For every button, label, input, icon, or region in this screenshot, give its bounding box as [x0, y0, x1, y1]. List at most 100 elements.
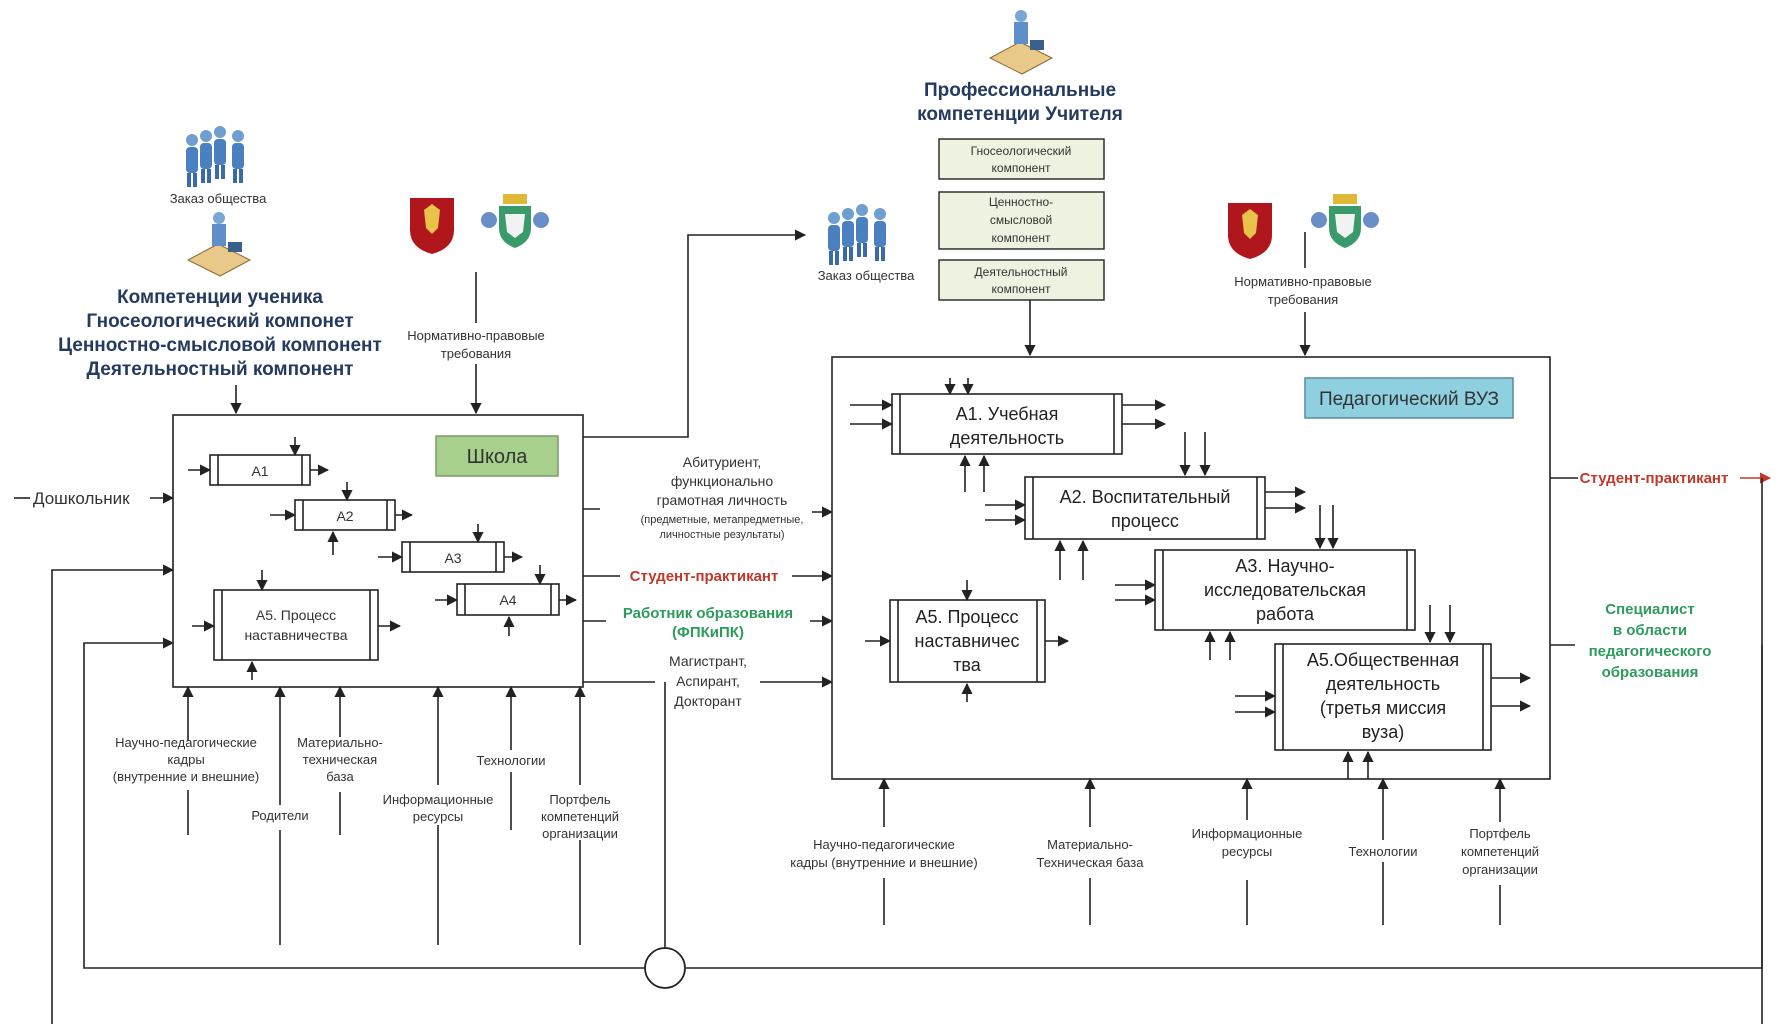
teacher-competencies-title-2: компетенции Учителя: [917, 104, 1123, 125]
svg-text:Абитуриент,: Абитуриент,: [683, 454, 761, 470]
competencies-line-2: Гносеологический компонет: [86, 311, 353, 332]
svg-text:грамотная личность: грамотная личность: [657, 492, 788, 508]
svg-text:деятельность: деятельность: [1326, 674, 1440, 694]
student-desk-icon: [187, 211, 251, 277]
svg-text:Родители: Родители: [251, 808, 308, 823]
svg-text:А2: А2: [336, 508, 353, 524]
svg-text:А5. Процесс: А5. Процесс: [915, 607, 1018, 627]
svg-text:компонент: компонент: [992, 231, 1051, 245]
feedback-loops: [51, 478, 1763, 1024]
svg-text:Студент-практикант: Студент-практикант: [1580, 470, 1729, 487]
student-trainee-flow-mid: Студент-практикант: [583, 568, 834, 585]
region-coat-of-arms-icon-2: [1311, 194, 1379, 248]
svg-text:в области: в области: [1613, 622, 1687, 639]
svg-text:Информационные: Информационные: [383, 792, 494, 807]
svg-text:Техническая база: Техническая база: [1037, 855, 1145, 870]
svg-text:смысловой: смысловой: [990, 213, 1052, 227]
svg-text:Аспирант,: Аспирант,: [676, 673, 740, 689]
order-society-label-right: Заказ общества: [818, 268, 915, 283]
svg-text:вуза): вуза): [1362, 722, 1404, 742]
process-a3: А3: [378, 524, 524, 573]
svg-text:наставничес: наставничес: [915, 631, 1020, 651]
svg-text:компонент: компонент: [992, 161, 1051, 175]
competencies-line-3: Ценностно-смысловой компонент: [58, 335, 382, 356]
svg-text:педагогического: педагогического: [1589, 643, 1712, 660]
svg-text:Технологии: Технологии: [476, 753, 545, 768]
svg-text:Гносеологический: Гносеологический: [971, 144, 1072, 158]
uni-process-a3: А3. Научно- исследовательская работа: [1115, 505, 1416, 660]
school-resources: Научно-педагогические кадры (внутренние …: [113, 685, 619, 945]
university-resources: Научно-педагогические кадры (внутренние …: [790, 777, 1539, 925]
svg-text:кадры (внутренние и внешние): кадры (внутренние и внешние): [790, 855, 977, 870]
svg-text:Специалист: Специалист: [1605, 601, 1694, 618]
society-people-icon-2: [828, 204, 886, 265]
process-a1: А1: [188, 437, 330, 486]
svg-text:Информационные: Информационные: [1192, 826, 1303, 841]
norms-label-left-1: Нормативно-правовые: [407, 328, 545, 343]
graduate-flow: Магистрант, Аспирант, Докторант: [583, 653, 834, 709]
svg-text:компетенций: компетенций: [541, 809, 619, 824]
region-coat-of-arms-icon: [481, 194, 549, 248]
process-a5-mentoring-school: А5. Процесс наставничества: [192, 570, 402, 680]
svg-text:(внутренние и внешние): (внутренние и внешние): [113, 769, 259, 784]
russia-coat-of-arms-icon: [410, 198, 454, 254]
svg-text:организации: организации: [1462, 862, 1538, 877]
svg-text:(предметные, метапредметные,: (предметные, метапредметные,: [641, 514, 804, 526]
svg-text:Ценностно-: Ценностно-: [989, 195, 1053, 209]
svg-text:организации: организации: [542, 826, 618, 841]
svg-text:Технологии: Технологии: [1348, 844, 1417, 859]
teacher-desk-icon: [989, 9, 1053, 75]
svg-text:А1. Учебная: А1. Учебная: [956, 404, 1059, 424]
svg-text:личностные результаты): личностные результаты): [659, 529, 784, 541]
svg-text:техническая: техническая: [303, 752, 377, 767]
competencies-line-1: Компетенции ученика: [117, 287, 323, 308]
norms-label-right-1: Нормативно-правовые: [1234, 274, 1372, 289]
output-specialist: Специалист в области педагогического обр…: [1550, 601, 1711, 681]
svg-text:образования: образования: [1602, 664, 1699, 681]
preschooler-input: Дошкольник: [33, 489, 130, 508]
svg-text:база: база: [326, 769, 354, 784]
svg-text:работа: работа: [1256, 604, 1315, 624]
svg-text:Научно-педагогические: Научно-педагогические: [813, 837, 955, 852]
order-society-label-left: Заказ общества: [170, 191, 267, 206]
school-label: Школа: [467, 446, 529, 468]
educators-flow: Работник образования (ФПКиПК): [583, 605, 834, 641]
junction-circle: [644, 947, 686, 989]
svg-text:(ФПКиПК): (ФПКиПК): [672, 624, 744, 641]
svg-text:ресурсы: ресурсы: [413, 809, 463, 824]
svg-text:тва: тва: [953, 655, 982, 675]
svg-text:Портфель: Портфель: [549, 792, 611, 807]
uni-process-a1: А1. Учебная деятельность: [850, 378, 1167, 492]
svg-text:А3. Научно-: А3. Научно-: [1235, 556, 1334, 576]
university-label-box: [1304, 377, 1514, 419]
teacher-competency-components: Гносеологический компонент Ценностно- см…: [938, 138, 1105, 301]
svg-text:А1: А1: [251, 463, 268, 479]
svg-text:А3: А3: [444, 550, 461, 566]
output-student-trainee: Студент-практикант: [1550, 470, 1772, 487]
svg-text:функционально: функционально: [671, 473, 774, 489]
svg-text:Портфель: Портфель: [1469, 826, 1531, 841]
svg-text:Магистрант,: Магистрант,: [669, 653, 747, 669]
svg-text:А2. Воспитательный: А2. Воспитательный: [1060, 487, 1231, 507]
process-a4: А4: [435, 565, 578, 636]
competencies-line-4: Деятельностный компонент: [87, 359, 354, 380]
norms-label-left-2: требования: [441, 346, 511, 361]
applicant-flow: Абитуриент, функционально грамотная личн…: [583, 454, 834, 541]
uni-process-a2: А2. Воспитательный процесс: [985, 432, 1307, 580]
svg-text:Материально-: Материально-: [297, 735, 383, 750]
svg-text:наставничества: наставничества: [244, 627, 347, 643]
school-label-box: [435, 435, 559, 477]
uni-process-a5-social: А5.Общественная деятельность (третья мис…: [1235, 605, 1532, 779]
svg-text:Материально-: Материально-: [1047, 837, 1133, 852]
svg-text:процесс: процесс: [1111, 511, 1179, 531]
svg-text:А4: А4: [499, 592, 516, 608]
svg-text:А5. Процесс: А5. Процесс: [256, 607, 336, 623]
uni-process-a5-mentoring: А5. Процесс наставничес тва: [865, 580, 1070, 702]
svg-text:А5.Общественная: А5.Общественная: [1307, 650, 1459, 670]
svg-text:(третья миссия: (третья миссия: [1320, 698, 1446, 718]
process-a2: А2: [270, 482, 414, 555]
svg-text:ресурсы: ресурсы: [1222, 844, 1272, 859]
norms-label-right-2: требования: [1268, 292, 1338, 307]
russia-coat-of-arms-icon-2: [1228, 203, 1272, 259]
